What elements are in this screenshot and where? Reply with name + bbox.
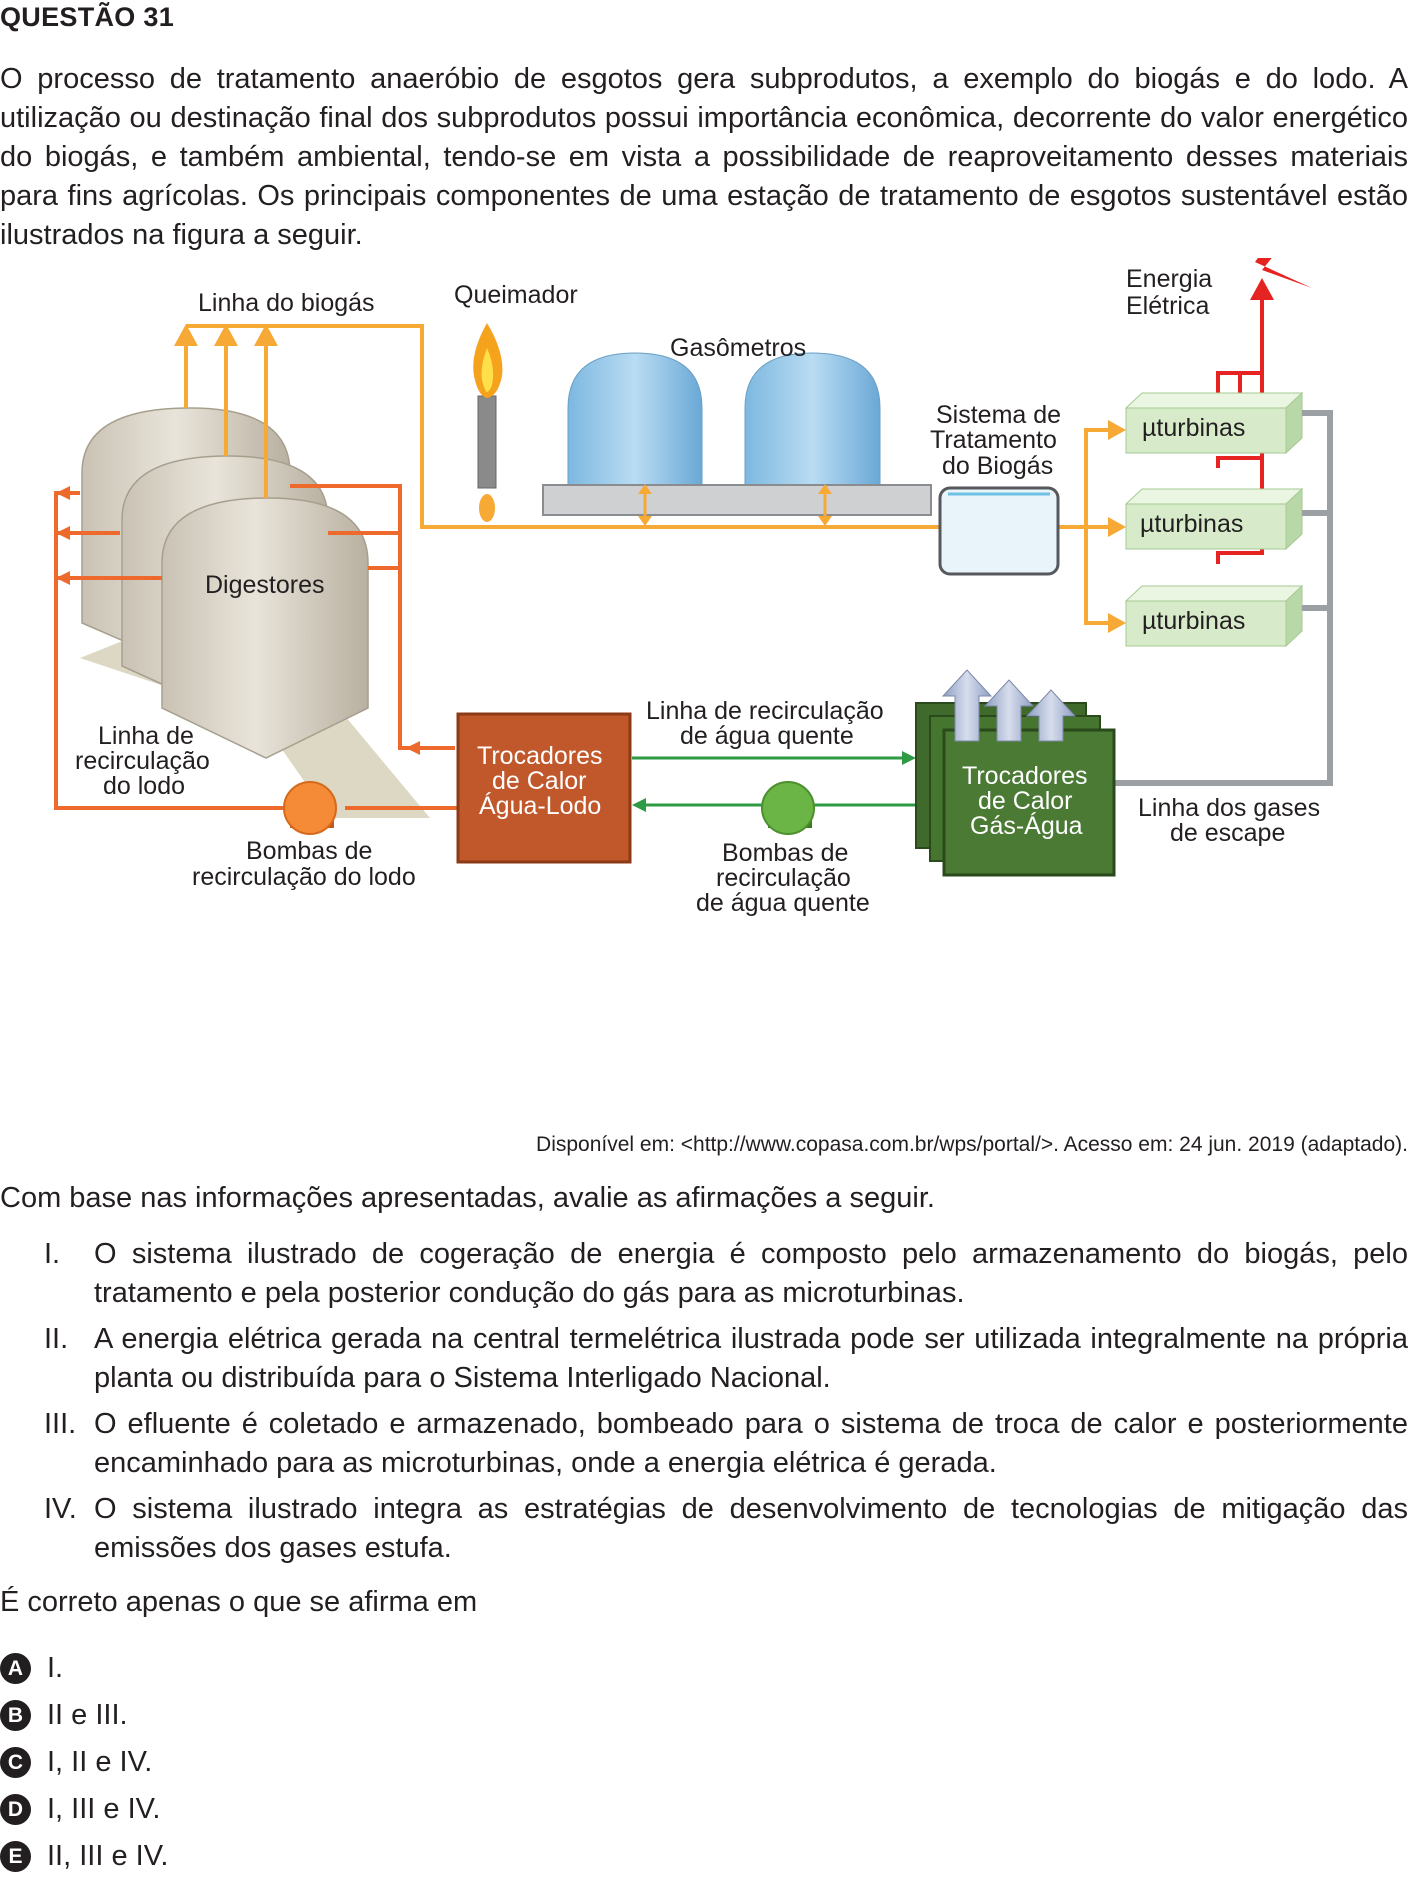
label-treatment-3: do Biogás [942, 452, 1054, 480]
question-title: QUESTÃO 31 [0, 2, 175, 32]
statements-lead: Com base nas informações apresentadas, a… [0, 1182, 935, 1214]
sewage-treatment-figure: Linha do biogás Queimador Gasômetros Ene… [0, 258, 1410, 1098]
option-d[interactable]: D I, III e IV. [0, 1786, 168, 1833]
option-letter-badge: D [0, 1794, 31, 1825]
lightning-icon [1255, 258, 1312, 288]
biogas-main-line [186, 324, 1070, 529]
option-letter-badge: E [0, 1841, 31, 1872]
label-sludge-line-2: recirculação [75, 747, 210, 775]
label-water-pump-1: Bombas de [722, 839, 849, 867]
label-sludge-line-3: do lodo [103, 772, 186, 800]
statement-number: IV. [44, 1493, 77, 1525]
option-letter-badge: B [0, 1700, 31, 1731]
option-letter-badge: A [0, 1653, 31, 1684]
label-gas-water-1: Trocadores [962, 762, 1088, 790]
option-text: I, III e IV. [47, 1793, 161, 1825]
option-text: I. [47, 1652, 64, 1684]
option-text: I, II e IV. [47, 1746, 153, 1778]
sludge-pump-icon [283, 781, 337, 835]
option-text: II e III. [47, 1699, 128, 1731]
statement-text: O sistema ilustrado integra as estratégi… [94, 1493, 1408, 1564]
label-sludge-pump-2: recirculação do lodo [192, 863, 416, 891]
statement-number: I. [44, 1238, 61, 1270]
question-prompt: É correto apenas o que se afirma em [0, 1586, 478, 1618]
statement-number: II. [44, 1323, 69, 1355]
gasometer-link-arrowheads [638, 484, 832, 526]
label-exhaust-1: Linha dos gases [1138, 794, 1321, 822]
microturbine-2 [1124, 487, 1304, 551]
option-b[interactable]: B II e III. [0, 1692, 168, 1739]
label-digesters: Digestores [205, 571, 325, 599]
statement-text: O sistema ilustrado de cogeração de ener… [94, 1238, 1408, 1309]
label-treatment-1: Sistema de [936, 401, 1062, 429]
biogas-to-turbine-1 [1070, 428, 1110, 529]
label-turbine-1: µturbinas [1142, 414, 1246, 442]
label-treatment-2: Tratamento [930, 426, 1057, 454]
water-sludge-exchanger [456, 712, 632, 864]
biogas-treatment-unit [938, 486, 1060, 576]
label-energy-2: Elétrica [1126, 292, 1210, 320]
label-water-pump-2: recirculação [716, 864, 851, 892]
answer-options: A I. B II e III. C I, II e IV. D I, III … [0, 1645, 168, 1880]
option-e[interactable]: E II, III e IV. [0, 1833, 168, 1880]
statement-number: III. [44, 1408, 77, 1440]
exhaust-gas-line [1108, 410, 1333, 786]
figure-source: Disponível em: <http://www.copasa.com.br… [536, 1133, 1408, 1156]
label-water-sludge-1: Trocadores [477, 742, 603, 770]
power-arrowhead [1250, 278, 1274, 300]
hot-water-arrowhead-back [632, 798, 646, 812]
burner-torch [473, 323, 503, 522]
exhaust-heat-arrows [941, 669, 1077, 742]
option-c[interactable]: C I, II e IV. [0, 1739, 168, 1786]
label-turbine-2: µturbinas [1140, 510, 1244, 538]
option-text: II, III e IV. [47, 1840, 169, 1872]
label-energy-1: Energia [1126, 265, 1213, 293]
statement-iii: III. O efluente é coletado e armazenado,… [0, 1405, 1408, 1483]
hot-water-pump-icon [761, 781, 815, 835]
statement-iv: IV. O sistema ilustrado integra as estra… [0, 1490, 1408, 1568]
biogas-riser-arrowheads [174, 324, 278, 346]
label-water-line-2: de água quente [680, 722, 854, 750]
label-sludge-pump-1: Bombas de [246, 837, 373, 865]
gasometer-link-arrows [643, 490, 827, 520]
label-exhaust-2: de escape [1170, 819, 1286, 847]
biogas-to-turbine-3 [1084, 527, 1110, 625]
biogas-turbine-arrowheads [1108, 420, 1126, 633]
digester-front [161, 497, 369, 759]
statement-text: O efluente é coletado e armazenado, bomb… [94, 1408, 1408, 1479]
diagram-graphics [54, 258, 1333, 877]
label-turbine-3: µturbinas [1142, 607, 1246, 635]
question-intro: O processo de tratamento anaeróbio de es… [0, 63, 1408, 251]
hot-water-arrowhead-out [902, 751, 916, 765]
label-gas-water-2: de Calor [978, 787, 1073, 815]
label-water-line-1: Linha de recirculação [646, 697, 884, 725]
label-gas-water-3: Gás-Água [970, 812, 1083, 840]
label-biogas-line: Linha do biogás [198, 289, 375, 317]
label-burner: Queimador [454, 281, 578, 309]
statement-text: A energia elétrica gerada na central ter… [94, 1323, 1408, 1394]
statement-i: I. O sistema ilustrado de cogeração de e… [0, 1235, 1408, 1313]
label-gasometers: Gasômetros [670, 334, 807, 362]
label-sludge-line-1: Linha de [98, 722, 194, 750]
biogas-riser-arrows [184, 338, 268, 498]
label-water-sludge-2: de Calor [492, 767, 587, 795]
label-water-sludge-3: Água-Lodo [479, 792, 602, 820]
microturbine-1 [1124, 391, 1304, 455]
microturbine-3 [1124, 584, 1304, 648]
option-letter-badge: C [0, 1747, 31, 1778]
sludge-arrowheads [56, 486, 420, 755]
statement-list: I. O sistema ilustrado de cogeração de e… [0, 1235, 1408, 1575]
statement-ii: II. A energia elétrica gerada na central… [0, 1320, 1408, 1398]
label-water-pump-3: de água quente [696, 889, 870, 917]
option-a[interactable]: A I. [0, 1645, 168, 1692]
gasometers [542, 352, 932, 516]
